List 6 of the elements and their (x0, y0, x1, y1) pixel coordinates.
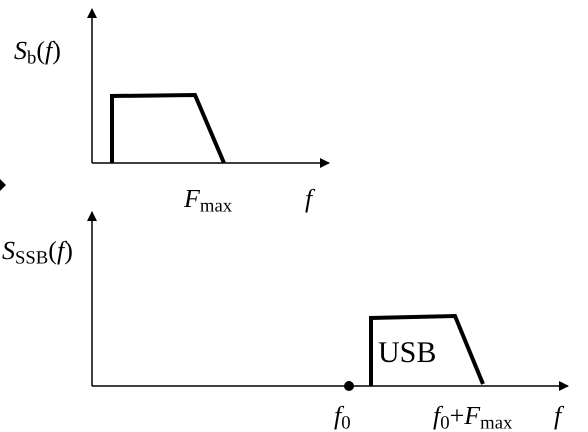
axis-label: F$_{max}$ (184, 186, 232, 216)
axis-label: S$_{SSB}$(f) (2, 238, 73, 268)
axis-label: f$_{0}$ (334, 403, 351, 432)
axis-label: USB (378, 338, 436, 368)
axis-label: S$_{b}$(f) (14, 38, 61, 68)
axis-label: f$_{0}$+F$_{max}$ (433, 403, 512, 432)
